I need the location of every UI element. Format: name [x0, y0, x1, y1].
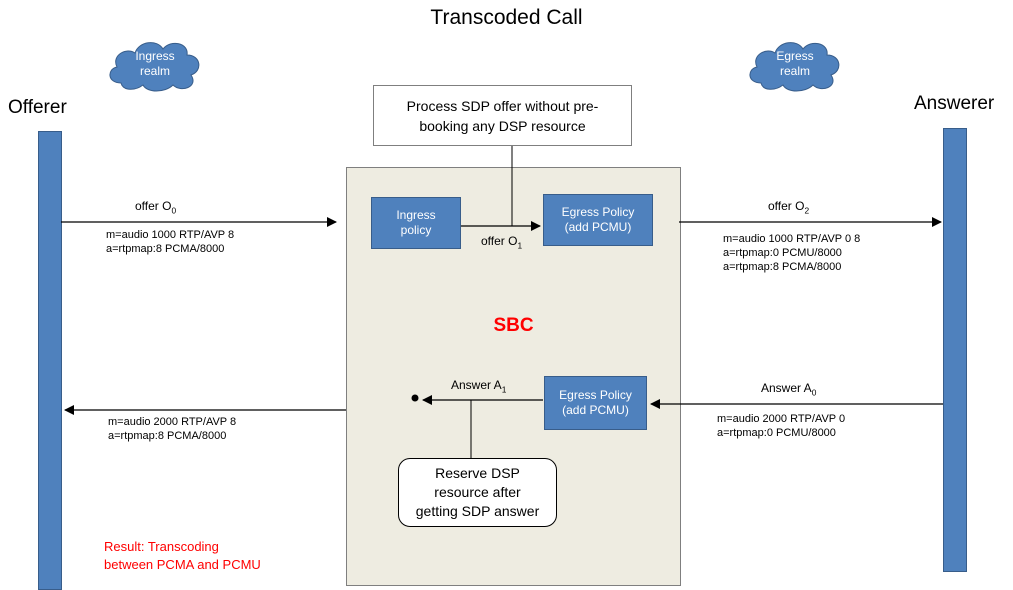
process-offer-note: Process SDP offer without pre-booking an…: [373, 85, 632, 146]
offerer-lifeline: [38, 131, 62, 590]
ingress-realm-cloud: [109, 42, 200, 92]
offerer-label: Offerer: [8, 97, 67, 118]
egress-realm-cloud: [749, 42, 840, 92]
answer-a1-label: Answer A1: [451, 378, 507, 395]
offer-o0-label: offer O0: [135, 199, 177, 216]
answerer-label: Answerer: [914, 93, 995, 114]
egress-policy-box-top: Egress Policy(add PCMU): [543, 194, 653, 246]
offer-o1-label: offer O1: [481, 234, 523, 251]
offer-o2-label: offer O2: [768, 199, 810, 216]
sbc-label: SBC: [493, 315, 534, 336]
egress-policy-box-bottom: Egress Policy(add PCMU): [544, 376, 647, 430]
answer-a0-label: Answer A0: [761, 381, 817, 398]
answerer-lifeline: [943, 128, 967, 572]
diagram-title: Transcoded Call: [430, 6, 583, 29]
